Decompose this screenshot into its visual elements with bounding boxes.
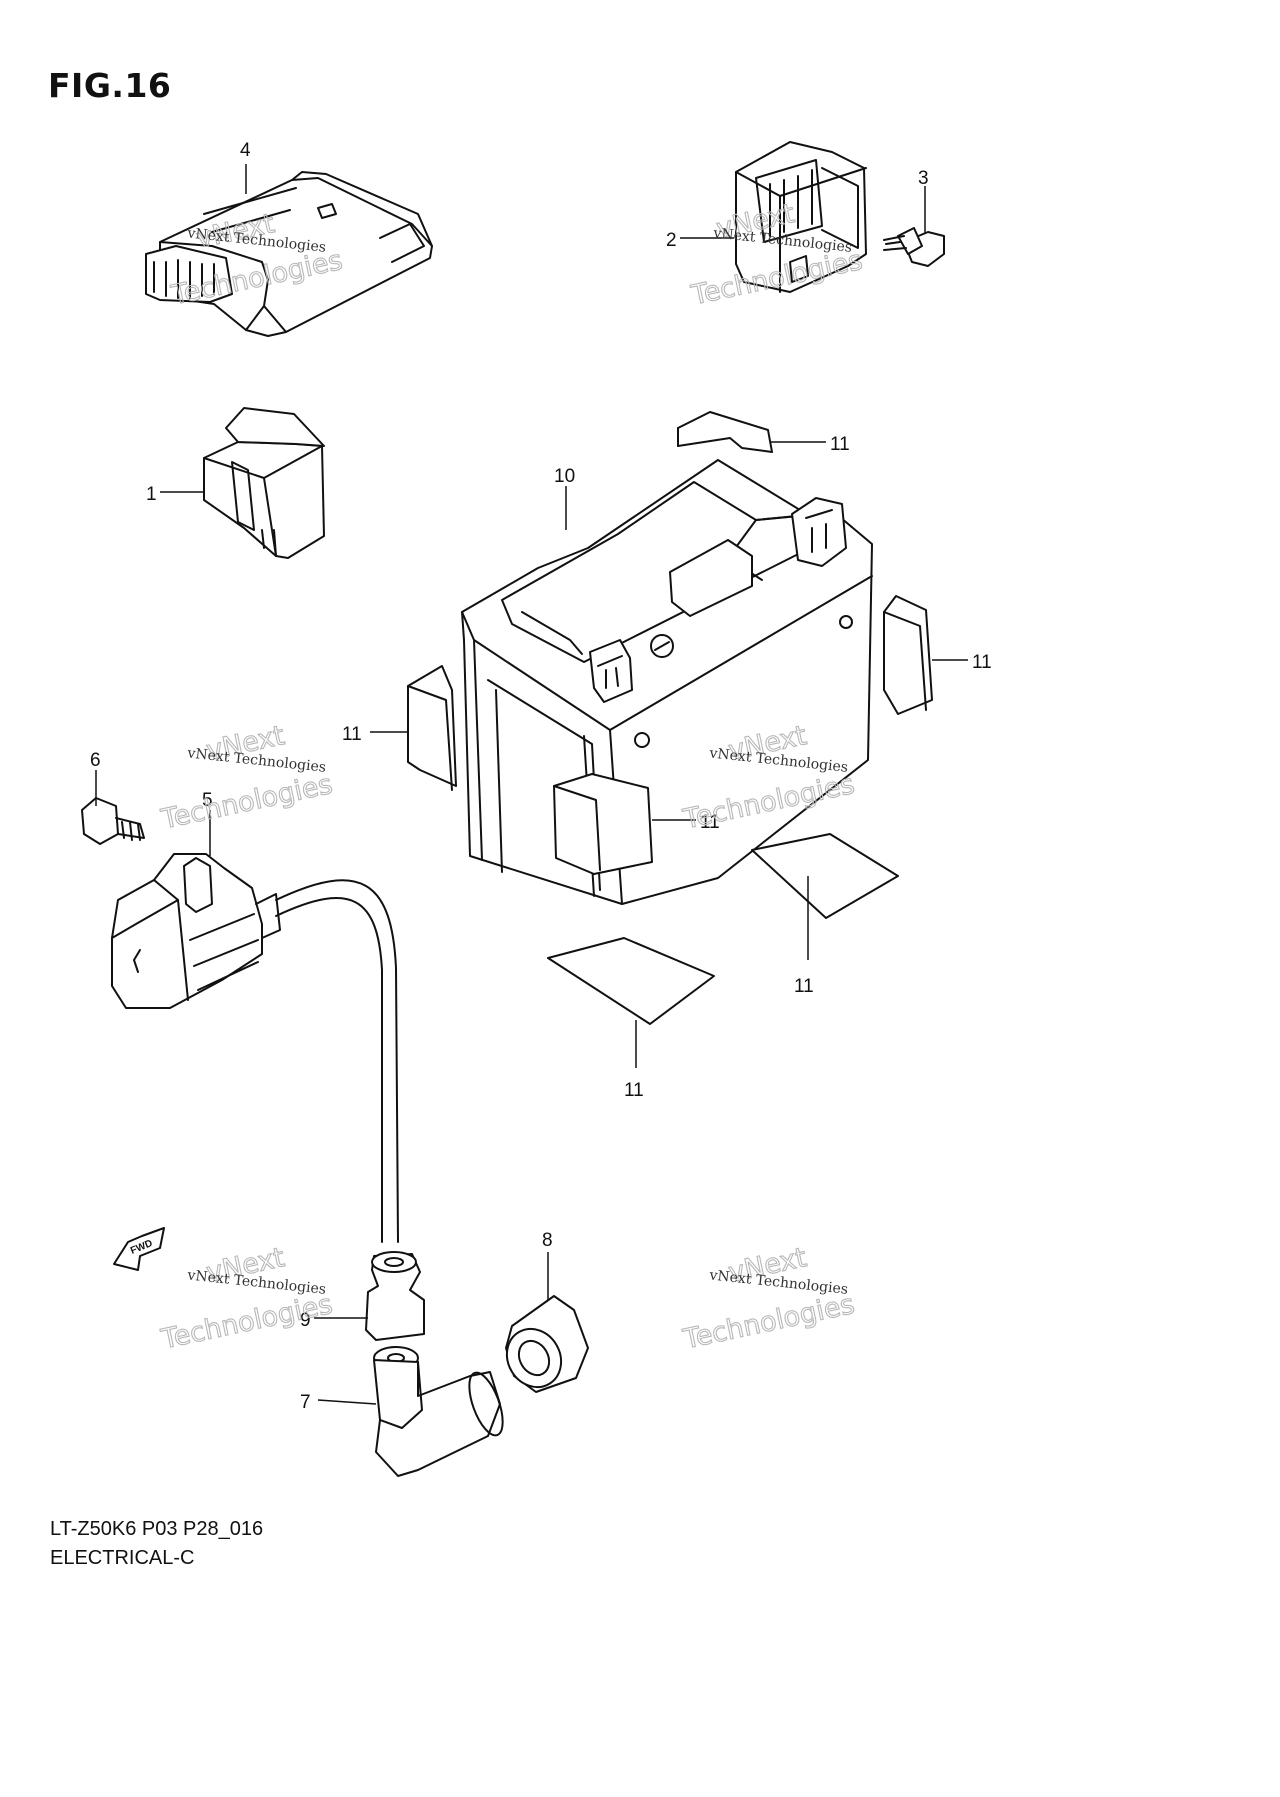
- callout-9: 9: [300, 1310, 311, 1331]
- callout-11c: 11: [342, 724, 362, 745]
- leader-lines: [95, 164, 968, 1405]
- callout-1: 1: [146, 484, 157, 505]
- svg-text:Technologies: Technologies: [158, 769, 335, 836]
- callout-10: 10: [554, 466, 575, 487]
- callout-2: 2: [666, 230, 677, 251]
- part-2-regulator: [735, 141, 867, 293]
- part-8-cap: [505, 1295, 589, 1393]
- part-11-pads: [407, 411, 933, 1025]
- watermark-bottom-right: Technologies vNext vNext Technologies: [680, 1242, 858, 1357]
- figure-title: FIG.16: [48, 66, 172, 105]
- svg-text:Technologies: Technologies: [680, 1289, 857, 1356]
- svg-text:Technologies: Technologies: [158, 1289, 335, 1356]
- callout-6: 6: [90, 750, 101, 771]
- part-1-relay: [203, 407, 325, 559]
- callout-5: 5: [202, 790, 213, 811]
- model-code: LT-Z50K6 P03 P28_016: [50, 1518, 264, 1540]
- callout-11f: 11: [624, 1080, 644, 1101]
- callout-11b: 11: [972, 652, 992, 673]
- callout-4: 4: [240, 140, 251, 161]
- section-name: ELECTRICAL-C: [50, 1547, 195, 1569]
- callout-3: 3: [918, 168, 929, 189]
- callout-numbers: 4 2 3 1 10 11 11 11 11 11 11 6 5 8 9 7: [90, 140, 992, 1413]
- callout-11d: 11: [700, 812, 720, 833]
- watermark-mid-left: Technologies vNext vNext Technologies: [158, 720, 336, 837]
- part-4-cdi-unit: [145, 171, 433, 337]
- watermark-bottom-left: Technologies vNext vNext Technologies: [158, 1242, 336, 1357]
- callout-7: 7: [300, 1392, 311, 1413]
- part-6-bolt: [81, 797, 145, 845]
- part-9-grommet: [365, 1251, 425, 1341]
- fwd-direction-arrow: FWD: [113, 1227, 165, 1271]
- part-5-ignition-coil: [111, 853, 399, 1243]
- callout-11e: 11: [794, 976, 814, 997]
- callout-11a: 11: [830, 434, 850, 455]
- part-7-plug-cap: [373, 1346, 504, 1477]
- part-3-bolt: [883, 227, 945, 267]
- callout-8: 8: [542, 1230, 553, 1251]
